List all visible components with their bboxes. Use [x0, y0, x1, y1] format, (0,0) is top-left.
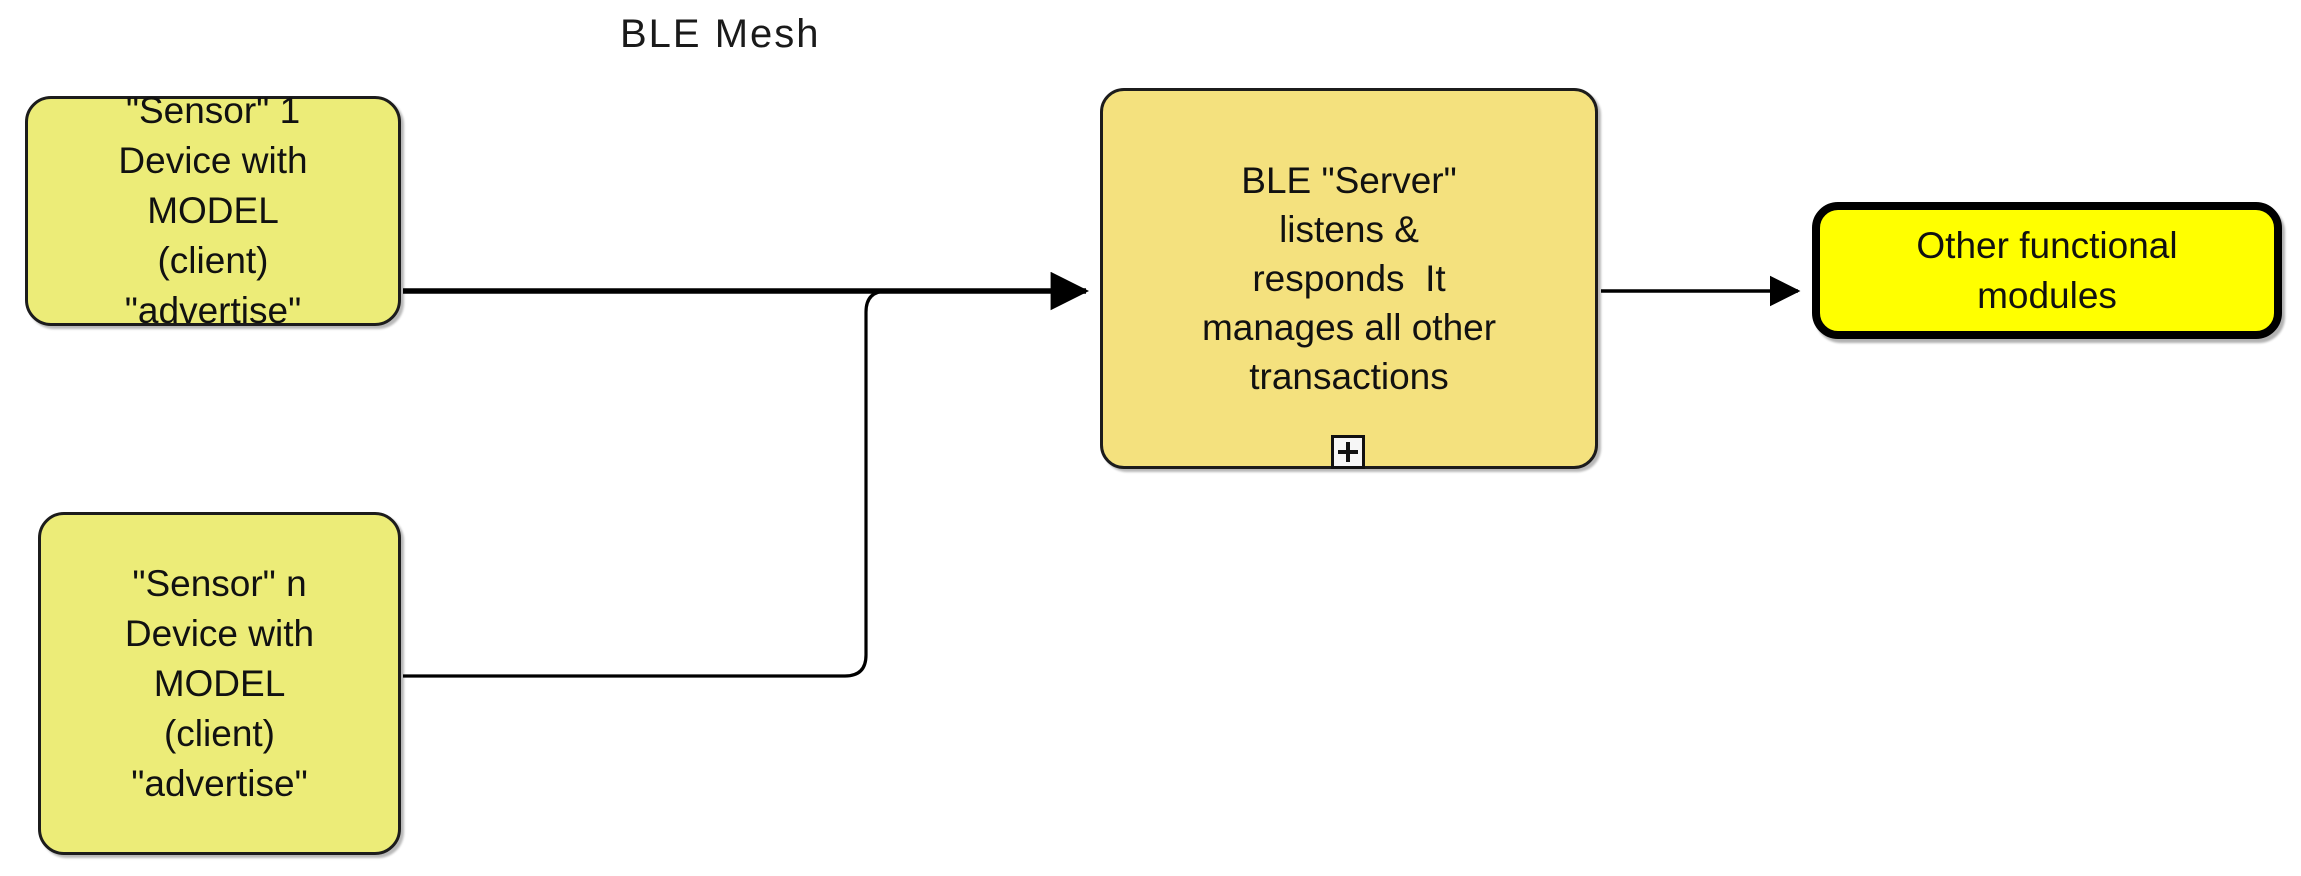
- other-modules-line-1: Other functional: [1916, 224, 2178, 266]
- other-functional-modules-node[interactable]: Other functional modules: [1812, 202, 2282, 339]
- sensor-n-line-2: Device with: [124, 612, 315, 654]
- ble-server-line-5: transactions: [1249, 356, 1449, 397]
- sensor-1-line-4: (client): [157, 240, 269, 281]
- sensor-n-line-1: "Sensor" n: [132, 562, 307, 604]
- ble-server-node[interactable]: BLE "Server" listens & responds It manag…: [1100, 88, 1598, 469]
- sensor-1-node[interactable]: "Sensor" 1 Device with MODEL (client) "a…: [25, 90, 401, 331]
- ble-server-line-3: responds It: [1252, 258, 1446, 299]
- ble-server-line-4: manages all other: [1201, 307, 1497, 348]
- sensor-n-line-4: (client): [163, 712, 276, 754]
- sensor-n-line-5: "advertise": [131, 762, 308, 804]
- sensor-1-line-3: MODEL: [147, 190, 279, 231]
- ble-server-line-2: listens &: [1279, 209, 1419, 250]
- sensor-1-line-2: Device with: [118, 140, 308, 181]
- diagram-title: BLE Mesh: [620, 12, 821, 56]
- sensor-1-line-1: "Sensor" 1: [125, 90, 301, 131]
- ble-server-line-1: BLE "Server": [1241, 160, 1457, 201]
- sensor-n-node[interactable]: "Sensor" n Device with MODEL (client) "a…: [38, 512, 401, 855]
- plus-icon[interactable]: [1331, 435, 1365, 469]
- connector-sensor-n-to-server: [403, 289, 888, 678]
- sensor-n-line-3: MODEL: [153, 662, 286, 704]
- sensor-1-line-5: "advertise": [124, 290, 302, 331]
- other-modules-line-2: modules: [1977, 274, 2117, 316]
